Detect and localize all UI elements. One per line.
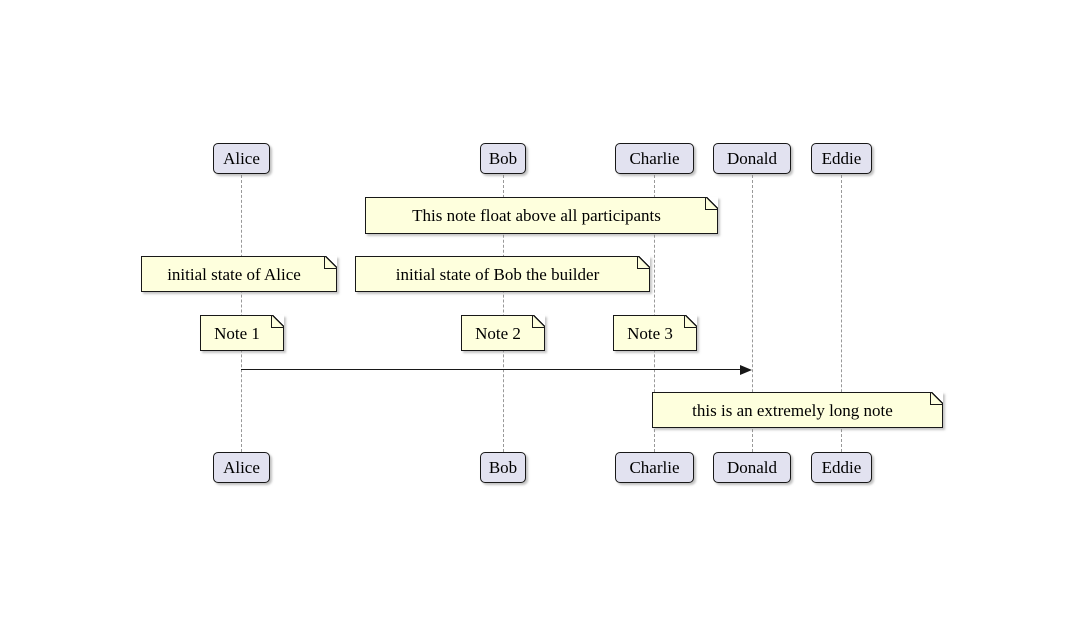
note-text: initial state of Alice xyxy=(167,264,301,284)
note-fold-icon xyxy=(271,315,284,328)
note-1: Note 1 xyxy=(200,315,284,351)
arrowhead-icon xyxy=(740,365,752,375)
note-fold-icon xyxy=(705,197,718,210)
note-2: Note 2 xyxy=(461,315,545,351)
participant-eddie-top: Eddie xyxy=(811,143,872,174)
participant-bob-top: Bob xyxy=(480,143,526,174)
lifeline-charlie xyxy=(654,175,655,452)
note-initial-state-bob: initial state of Bob the builder xyxy=(355,256,650,292)
note-fold-icon xyxy=(532,315,545,328)
note-extremely-long: this is an extremely long note xyxy=(652,392,943,428)
note-text: Note 2 xyxy=(475,323,521,343)
note-fold-icon xyxy=(684,315,697,328)
participant-alice-bottom: Alice xyxy=(213,452,270,483)
note-text: Note 1 xyxy=(214,323,260,343)
note-fold-icon xyxy=(930,392,943,405)
lifeline-alice xyxy=(241,175,242,452)
note-text: Note 3 xyxy=(627,323,673,343)
lifeline-eddie xyxy=(841,175,842,452)
note-text: This note float above all participants xyxy=(412,206,661,225)
participant-charlie-bottom: Charlie xyxy=(615,452,694,483)
participant-donald-bottom: Donald xyxy=(713,452,791,483)
note-text: initial state of Bob the builder xyxy=(395,264,600,284)
participant-bob-bottom: Bob xyxy=(480,452,526,483)
note-fold-icon xyxy=(637,256,650,269)
message-line-alice-to-donald xyxy=(241,369,742,370)
participant-alice-top: Alice xyxy=(213,143,270,174)
note-3: Note 3 xyxy=(613,315,697,351)
participant-charlie-top: Charlie xyxy=(615,143,694,174)
note-initial-state-alice: initial state of Alice xyxy=(141,256,337,292)
participant-donald-top: Donald xyxy=(713,143,791,174)
note-fold-icon xyxy=(324,256,337,269)
note-floating: This note float above all participants xyxy=(365,197,718,234)
note-text: this is an extremely long note xyxy=(692,400,893,420)
lifeline-donald xyxy=(752,175,753,452)
participant-eddie-bottom: Eddie xyxy=(811,452,872,483)
lifeline-bob xyxy=(503,175,504,452)
